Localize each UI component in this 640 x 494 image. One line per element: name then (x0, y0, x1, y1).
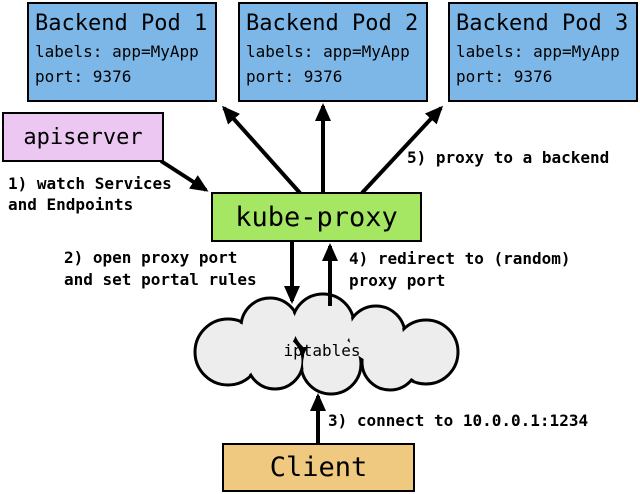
annotation-step5-line1: 5) proxy to a backend (407, 148, 610, 167)
pod-labels-line: labels: app=MyApp (456, 42, 620, 61)
annotation-step3-line1: 3) connect to 10.0.0.1:1234 (328, 411, 589, 430)
iptables-label: iptables (283, 341, 361, 360)
pod-title: Backend Pod 1 (35, 11, 208, 36)
annotation-step4-line2: proxy port (349, 271, 446, 290)
backend-pod-2-box: Backend Pod 2 labels: app=MyApp port: 93… (238, 2, 428, 102)
annotation-step1: 1) watch Services and Endpoints (8, 173, 172, 215)
annotation-step2: 2) open proxy port and set portal rules (64, 247, 257, 291)
pod-title: Backend Pod 3 (456, 11, 629, 36)
pod-labels-line: labels: app=MyApp (246, 42, 410, 61)
client-label: Client (269, 452, 368, 483)
annotation-step1-line1: 1) watch Services (8, 174, 172, 193)
pod-port-line: port: 9376 (246, 67, 343, 86)
annotation-step5: 5) proxy to a backend (407, 147, 609, 169)
annotation-step1-line2: and Endpoints (8, 195, 134, 214)
kube-proxy-label: kube-proxy (235, 201, 398, 233)
pod-port-line: port: 9376 (456, 67, 553, 86)
annotation-step2-line2: and set portal rules (64, 270, 257, 289)
annotation-step4: 4) redirect to (random) proxy port (349, 248, 571, 292)
client-box: Client (222, 443, 415, 492)
kube-proxy-box: kube-proxy (211, 192, 422, 242)
backend-pod-1-box: Backend Pod 1 labels: app=MyApp port: 93… (27, 2, 217, 102)
pod-title: Backend Pod 2 (246, 11, 419, 36)
annotation-step3: 3) connect to 10.0.0.1:1234 (328, 410, 588, 432)
annotation-step4-line1: 4) redirect to (random) (349, 249, 571, 268)
iptables-cloud (193, 292, 460, 396)
pod-port-line: port: 9376 (35, 67, 132, 86)
pod-labels-line: labels: app=MyApp (35, 42, 199, 61)
arrow-kube-proxy-to-pod3 (360, 105, 444, 195)
apiserver-box: apiserver (2, 112, 164, 162)
arrow-apiserver-to-kube-proxy (159, 159, 209, 192)
apiserver-label: apiserver (23, 124, 143, 150)
backend-pod-3-box: Backend Pod 3 labels: app=MyApp port: 93… (448, 2, 638, 102)
arrow-kube-proxy-to-pod1 (222, 105, 302, 195)
annotation-step2-line1: 2) open proxy port (64, 248, 238, 267)
